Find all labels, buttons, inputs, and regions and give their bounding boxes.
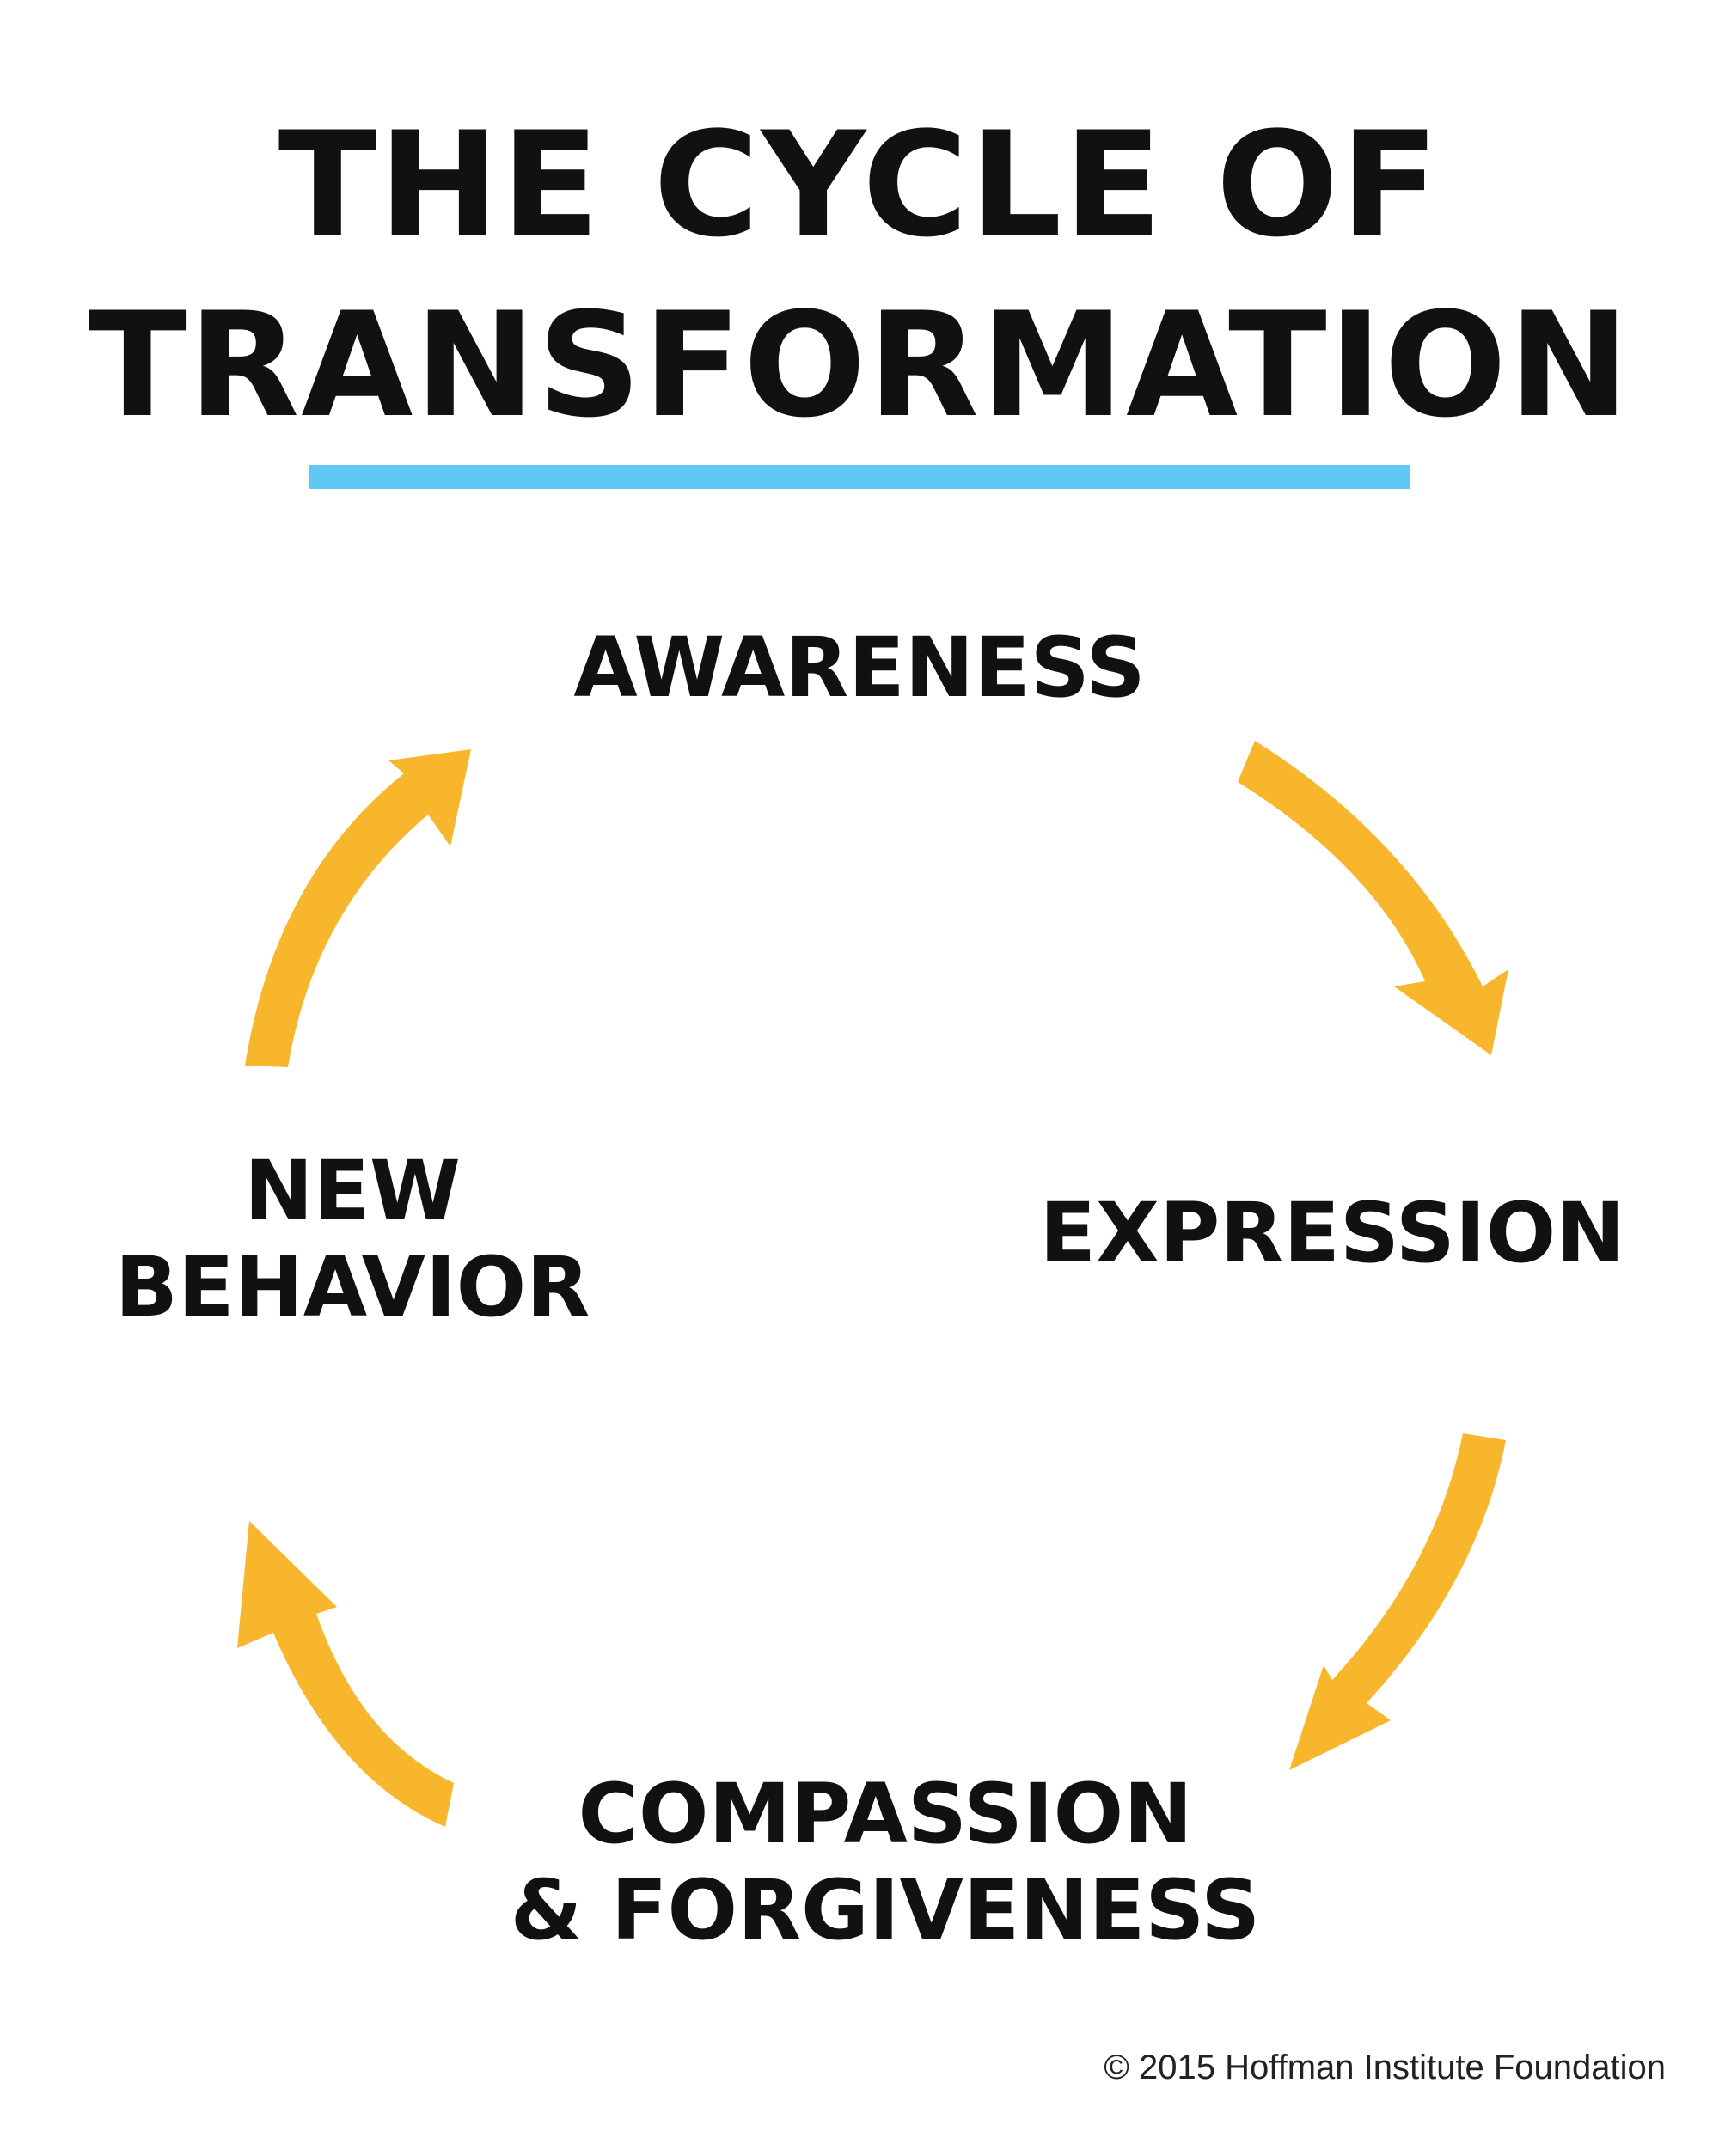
arrow-newbehavior-to-awareness — [245, 749, 471, 1067]
stage-awareness: AWARENESS — [516, 620, 1203, 715]
title-underline — [309, 465, 1410, 489]
stage-new-behavior: NEW BEHAVIOR — [60, 1143, 645, 1335]
stage-compassion-line-1: COMPASSION — [578, 1766, 1193, 1862]
title-line-1: THE CYCLE OF — [278, 101, 1441, 269]
stage-expression-label: EXPRESSION — [1039, 1185, 1625, 1281]
copyright-notice: © 2015 Hoffman Institute Foundation — [1104, 2049, 1666, 2086]
arrow-awareness-to-expression — [1238, 741, 1508, 1055]
title-line-2: TRANSFORMATION — [88, 281, 1631, 449]
stage-compassion-line-2: & FORGIVENESS — [510, 1862, 1261, 1958]
diagram-title: THE CYCLE OF TRANSFORMATION — [0, 95, 1719, 455]
stage-awareness-label: AWARENESS — [573, 620, 1146, 716]
stage-newbehavior-line-2: BEHAVIOR — [114, 1239, 590, 1335]
stage-newbehavior-line-1: NEW — [244, 1143, 461, 1239]
arrow-compassion-to-newbehavior — [237, 1521, 454, 1827]
arrow-expression-to-compassion — [1289, 1433, 1506, 1770]
stage-expression: EXPRESSION — [1006, 1186, 1659, 1280]
stage-compassion-forgiveness: COMPASSION & FORGIVENESS — [464, 1766, 1306, 1958]
